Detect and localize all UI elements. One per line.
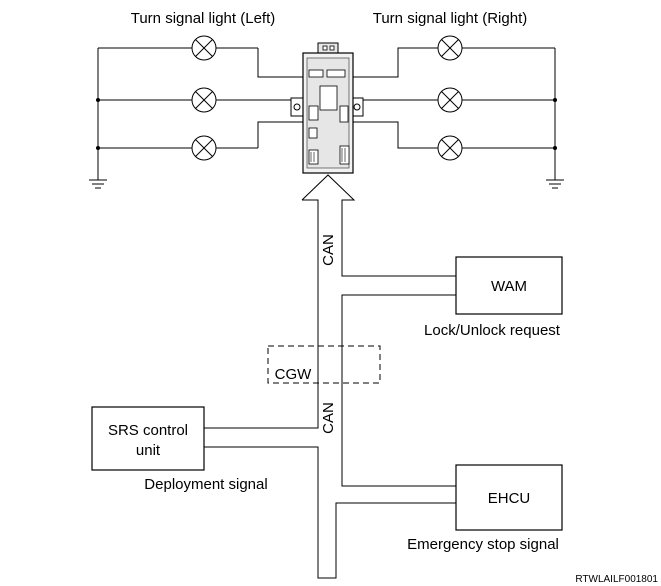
srs-control-unit-box — [91, 406, 205, 471]
right-lamp-wiring — [352, 47, 557, 180]
wam-box — [455, 256, 563, 315]
lock-unlock-label: Lock/Unlock request — [424, 322, 561, 339]
deployment-signal-label: Deployment signal — [144, 476, 267, 493]
srs-label-line1: SRS control — [108, 422, 188, 439]
lamp-right-1-icon — [437, 35, 463, 61]
figure-code: RTWLAILF001801 — [575, 574, 658, 585]
turn-signal-left-label: Turn signal light (Left) — [131, 10, 276, 27]
lamp-right-3-icon — [437, 135, 463, 161]
lamp-left-1-icon — [191, 35, 217, 61]
can-label-top: CAN — [320, 234, 337, 266]
emergency-stop-label: Emergency stop signal — [407, 536, 559, 553]
ground-right-icon — [546, 179, 564, 189]
srs-label-line2: unit — [136, 442, 161, 459]
ground-left-icon — [89, 179, 107, 189]
ehcu-label: EHCU — [488, 490, 531, 507]
ehcu-box — [455, 464, 563, 531]
turn-signal-right-label: Turn signal light (Right) — [373, 10, 528, 27]
lamp-right-2-icon — [437, 87, 463, 113]
can-bus-arrow — [204, 174, 456, 579]
can-label-bottom: CAN — [320, 402, 337, 434]
lamp-left-3-icon — [191, 135, 217, 161]
left-lamp-wiring — [96, 47, 303, 180]
cgw-label: CGW — [275, 366, 313, 383]
wam-label: WAM — [491, 278, 527, 295]
cgw-dashed-box — [267, 345, 381, 384]
body-control-module-icon — [290, 42, 364, 174]
lamp-left-2-icon — [191, 87, 217, 113]
